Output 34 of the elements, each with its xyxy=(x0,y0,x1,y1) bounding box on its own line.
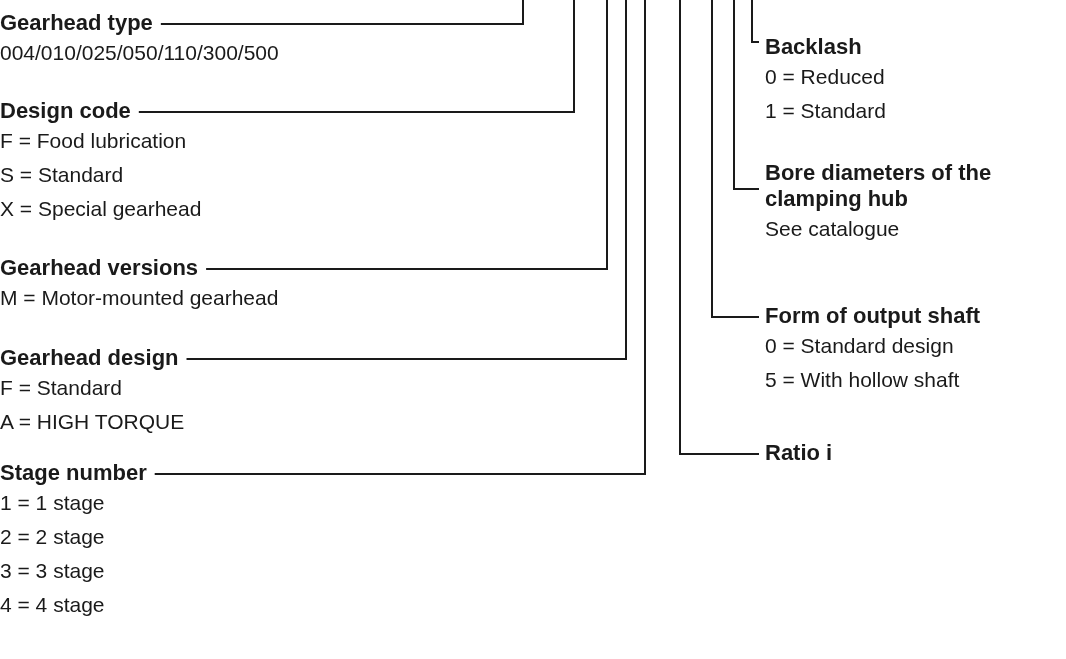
option-text: 2 = 2 stage xyxy=(0,524,105,550)
heading: Design code xyxy=(0,98,131,124)
heading: Gearhead design xyxy=(0,345,179,371)
heading: Form of output shaft xyxy=(765,303,981,329)
heading: Gearhead versions xyxy=(0,255,199,281)
option-text: 3 = 3 stage xyxy=(0,558,105,584)
heading: Stage number xyxy=(0,460,147,486)
option-text: F = Standard xyxy=(0,375,122,401)
leader-line xyxy=(751,0,760,43)
option-text: 004/010/025/050/110/300/500 xyxy=(0,40,279,66)
option-text: 1 = Standard xyxy=(765,98,886,124)
leader-line xyxy=(733,0,760,190)
leader-line xyxy=(159,0,524,25)
option-text: A = HIGH TORQUE xyxy=(0,409,185,435)
option-text: S = Standard xyxy=(0,162,124,188)
option-text: X = Special gearhead xyxy=(0,196,202,222)
option-text: 1 = 1 stage xyxy=(0,490,105,516)
leader-line xyxy=(205,0,608,270)
heading: Bore diameters of the clamping hub xyxy=(765,160,993,212)
option-text: M = Motor-mounted gearhead xyxy=(0,285,279,311)
leader-line xyxy=(679,0,760,455)
leader-line xyxy=(711,0,760,318)
heading: Ratio i xyxy=(765,440,833,466)
leader-line xyxy=(137,0,575,113)
option-text: 0 = Standard design xyxy=(765,333,954,359)
option-text: F = Food lubrication xyxy=(0,128,187,154)
leader-line xyxy=(153,0,646,475)
heading: Backlash xyxy=(765,34,862,60)
option-text: 4 = 4 stage xyxy=(0,592,105,618)
heading: Gearhead type xyxy=(0,10,153,36)
option-text: 5 = With hollow shaft xyxy=(765,367,960,393)
leader-line xyxy=(185,0,627,360)
option-text: See catalogue xyxy=(765,216,900,242)
option-text: 0 = Reduced xyxy=(765,64,885,90)
